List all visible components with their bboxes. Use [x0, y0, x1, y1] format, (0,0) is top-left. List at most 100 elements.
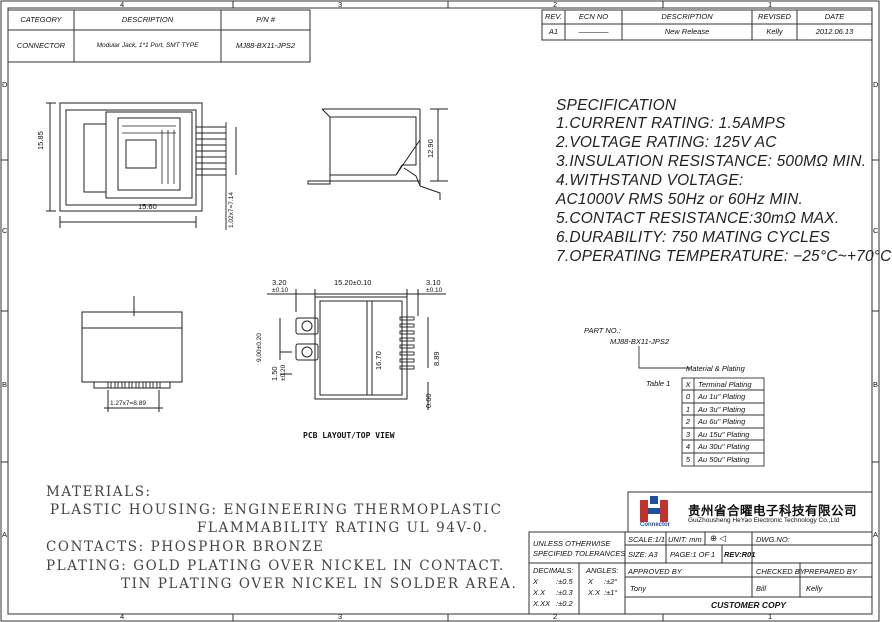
materials-title: MATERIALS:: [46, 484, 152, 500]
description-header: DESCRIPTION: [121, 15, 174, 24]
dim-front-pitch: 1.02x7=7.14: [228, 192, 235, 228]
rev-description-header: DESCRIPTION: [661, 12, 713, 21]
rev-description-value: New Release: [664, 27, 710, 36]
materials-line-1: PLASTIC HOUSING: ENGINEERING THERMOPLAST…: [50, 502, 503, 518]
front-view: [46, 102, 237, 230]
specified-tolerances: SPECIFIED TOLERANCES: [533, 549, 626, 558]
pcb-caption: PCB LAYOUT/TOP VIEW: [303, 431, 395, 440]
tol-angle-xx: X.X: [588, 588, 601, 597]
size: SIZE: A3: [628, 550, 658, 559]
bottom-view: [81, 296, 183, 412]
rev-header: REV.: [545, 12, 562, 21]
materials-line-2: FLAMMABILITY RATING UL 94V-0.: [197, 520, 489, 536]
zone-left-c: C: [2, 226, 8, 235]
zone-top-3: 3: [338, 0, 343, 9]
dim-pcb-060: 0.60: [424, 393, 433, 408]
zone-top-2: 2: [553, 0, 558, 9]
plating-code: 5: [685, 455, 691, 464]
materials-line-4: PLATING: GOLD PLATING OVER NICKEL IN CON…: [46, 558, 505, 574]
date-value: 2012.06.13: [815, 27, 854, 36]
plating-desc: Au 15u" Plating: [698, 430, 750, 439]
plating-desc: Au 3u" Plating: [698, 405, 746, 414]
projection-icon: ⊕ ◁: [710, 533, 727, 543]
zone-left-b: B: [2, 380, 8, 389]
zone-top-1: 1: [768, 0, 773, 9]
approved-by-label: APPROVED BY: [628, 567, 682, 576]
plating-code: X: [685, 380, 691, 389]
spec-line-1: 1.CURRENT RATING: 1.5AMPS: [556, 115, 786, 132]
title-block-lines: [528, 491, 873, 615]
dim-pcb-width: 15.20±0.10: [334, 278, 372, 287]
plating-desc: Au 1u" Plating: [698, 392, 746, 401]
plating-desc: Au 50u" Plating: [698, 455, 750, 464]
ecn-value: ————: [578, 27, 609, 36]
rev-value: A1: [548, 27, 559, 36]
zone-bottom-2: 2: [553, 612, 558, 621]
dim-pcb-left: 3.20: [272, 278, 287, 287]
materials-line-3: CONTACTS: PHOSPHOR BRONZE: [46, 539, 325, 555]
zone-left-d: D: [2, 80, 8, 89]
tol-decimal-xxx: X.XX: [533, 599, 551, 608]
decimals-label: DECIMALS:: [533, 566, 574, 575]
zone-bottom-4: 4: [120, 612, 125, 621]
pn-value: MJ88-BX11-JPS2: [235, 41, 296, 50]
spec-line-5: AC1000V RMS 50Hz or 60Hz MIN.: [556, 191, 803, 208]
spec-line-7: 6.DURABILITY: 750 MATING CYCLES: [556, 229, 831, 246]
revised-value: Kelly: [766, 27, 783, 36]
pcb-top-view: [267, 289, 446, 410]
logo-text: Connector: [640, 522, 670, 528]
tol-angle-x: X: [588, 577, 594, 586]
spec-line-6: 5.CONTACT RESISTANCE:30mΩ MAX.: [556, 210, 840, 227]
zone-left-a: A: [2, 530, 8, 539]
description-value: Modular Jack, 1*1 Port, SMT TYPE: [96, 42, 199, 49]
dim-pcb-left-tol: ±0.10: [272, 287, 289, 294]
tol-decimal-xx: X.X: [533, 588, 546, 597]
materials-line-5: TIN PLATING OVER NICKEL IN SOLDER AREA.: [121, 576, 518, 592]
zone-top-4: 4: [120, 0, 125, 9]
company-logo: [640, 496, 668, 522]
dim-pcb-889: 8.89: [432, 351, 441, 366]
tol-decimal-xx-value: :±0.3: [556, 588, 573, 597]
dwg-no: DWG.NO:: [756, 535, 790, 544]
dim-pcb-900: 9.00±0.20: [256, 333, 263, 362]
plating-code: 4: [685, 442, 691, 451]
tol-decimal-xxx-value: :±0.2: [556, 599, 573, 608]
spec-line-8: 7.OPERATING TEMPERATURE: −25°C~+70°C: [556, 248, 892, 265]
rev: REV:R01: [724, 550, 756, 559]
revision-table-lines: [541, 9, 873, 41]
plating-code: 0: [685, 392, 691, 401]
dim-pcb-150-tol: ±0.20: [280, 364, 287, 381]
category-table-lines: [7, 9, 311, 63]
dim-front-width: 15.60: [138, 202, 157, 211]
approver-name: Tony: [630, 584, 646, 593]
unit: UNIT: mm: [668, 535, 702, 544]
category-value: CONNECTOR: [16, 41, 66, 50]
tol-decimal-x-value: :±0.5: [556, 577, 573, 586]
angles-label: ANGLES:: [586, 566, 619, 575]
plating-desc: Au 6u" Plating: [698, 417, 746, 426]
checker-name: Bill: [756, 584, 767, 593]
table-1-label: Table 1: [646, 379, 671, 388]
spec-line-4: 4.WITHSTAND VOLTAGE:: [556, 172, 744, 189]
material-plating-label: Material & Plating: [686, 364, 745, 373]
ecn-header: ECN NO: [578, 12, 609, 21]
unless-otherwise: UNLESS OTHERWISE: [533, 539, 611, 548]
preparer-name: Kelly: [806, 584, 823, 593]
spec-line-3: 3.INSULATION RESISTANCE: 500MΩ MIN.: [556, 153, 867, 170]
dim-pcb-1670: 16.70: [374, 351, 383, 370]
plating-code: 3: [685, 430, 691, 439]
dim-front-height: 15.85: [36, 131, 45, 150]
part-no-label: PART NO.:: [584, 326, 621, 335]
zone-right-a: A: [873, 530, 879, 539]
tol-decimal-x: X: [533, 577, 539, 586]
spec-line-2: 2.VOLTAGE RATING: 125V AC: [556, 134, 777, 151]
plating-code: 1: [685, 405, 691, 414]
dim-bottom-pitch: 1.27x7=8.89: [110, 400, 146, 407]
company-name-en: GuiZhousheng HeYao Electronic Technology…: [688, 517, 840, 524]
zone-bottom-1: 1: [768, 612, 773, 621]
revised-header: REVISED: [758, 12, 791, 21]
zone-bottom-3: 3: [338, 612, 343, 621]
scale: SCALE:1/1: [628, 535, 666, 544]
prepared-by-label: PREPARED BY: [804, 567, 857, 576]
